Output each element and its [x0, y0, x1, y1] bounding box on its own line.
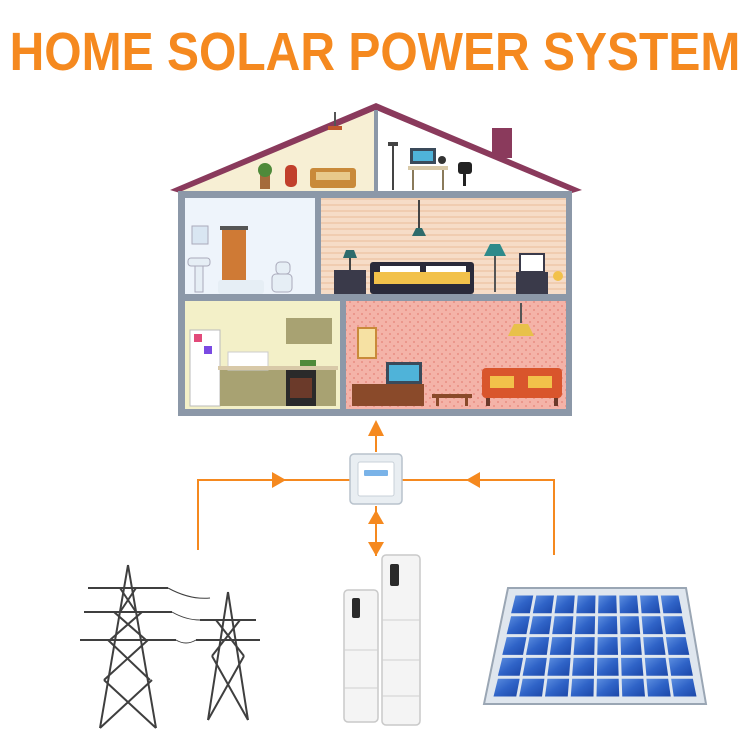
solar-cell [573, 637, 595, 655]
solar-cell [576, 595, 596, 614]
home-battery-icon [343, 554, 421, 726]
solar-cell [502, 637, 527, 655]
solar-cell [532, 595, 554, 614]
solar-cell [570, 678, 594, 697]
solar-cell [597, 616, 618, 635]
solar-cell [511, 595, 534, 614]
arrow-from-solar [466, 472, 480, 488]
attic-room [182, 110, 570, 192]
solar-cell [597, 637, 619, 655]
solar-cell [529, 616, 552, 635]
solar-cell [643, 637, 666, 655]
kitchen [185, 301, 340, 409]
solar-cell [620, 637, 642, 655]
solar-cell [665, 637, 690, 655]
flow-arrows [272, 420, 480, 556]
solar-cell [545, 678, 570, 697]
solar-cell [663, 616, 686, 635]
arrow-up-from-battery [368, 510, 384, 524]
solar-cell [646, 678, 671, 697]
solar-panel-icon [482, 587, 708, 705]
page-title: HOME SOLAR POWER SYSTEM [9, 23, 741, 83]
solar-cell [598, 595, 617, 614]
solar-cell [668, 657, 693, 676]
solar-cell [519, 678, 545, 697]
solar-cell [619, 616, 641, 635]
roof [170, 103, 582, 193]
solar-cell [572, 657, 595, 676]
solar-cell [644, 657, 669, 676]
solar-cell [660, 595, 683, 614]
house [170, 103, 582, 416]
solar-cell [671, 678, 697, 697]
living-room [346, 301, 566, 409]
power-switch-icon [349, 453, 403, 505]
bathroom [185, 198, 315, 294]
solar-cell [619, 595, 639, 614]
solar-cell [596, 678, 620, 697]
solar-cell [526, 637, 550, 655]
solar-cell [621, 678, 645, 697]
transmission-tower-icon [80, 564, 260, 729]
solar-cell [549, 637, 572, 655]
solar-cell [522, 657, 547, 676]
arrow-up-to-house [368, 420, 384, 436]
solar-cell [547, 657, 571, 676]
solar-cell [497, 657, 524, 676]
bedroom [321, 198, 566, 294]
solar-cell [641, 616, 663, 635]
solar-cell [640, 595, 661, 614]
solar-cell [493, 678, 520, 697]
solar-cell [506, 616, 530, 635]
arrow-down-to-battery [368, 542, 384, 556]
solar-cell [574, 616, 596, 635]
solar-cell [596, 657, 619, 676]
solar-cell [554, 595, 575, 614]
solar-cell [621, 657, 644, 676]
solar-cell [552, 616, 574, 635]
arrow-from-grid [272, 472, 286, 488]
